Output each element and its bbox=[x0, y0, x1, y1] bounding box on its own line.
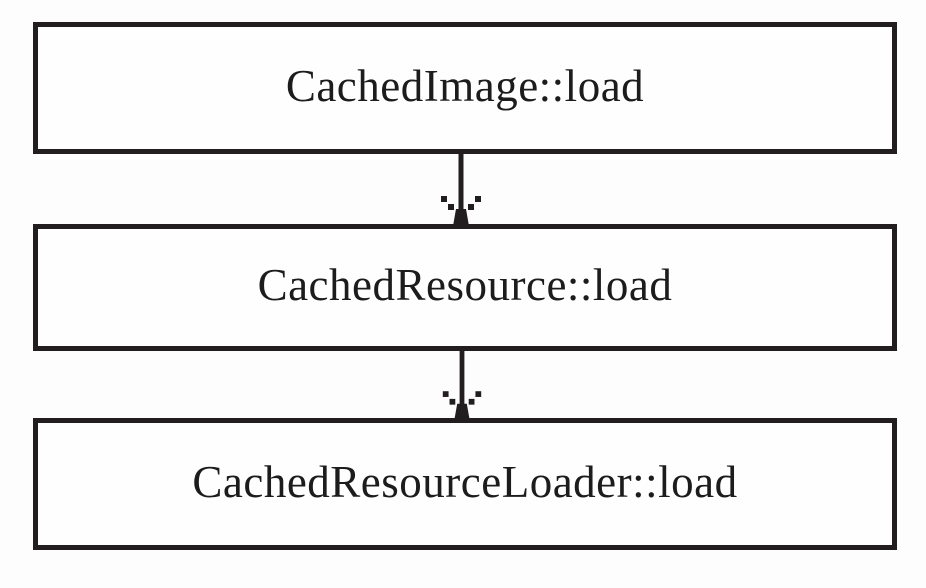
flow-node-cached-image-load: CachedImage::load bbox=[33, 22, 897, 154]
flow-node-cached-resource-load: CachedResource::load bbox=[33, 224, 897, 351]
down-arrow-icon bbox=[426, 152, 496, 226]
down-arrow-icon bbox=[427, 349, 497, 420]
node-label: CachedResource::load bbox=[257, 260, 673, 310]
flow-node-cached-resource-loader-load: CachedResourceLoader::load bbox=[33, 418, 897, 550]
node-label: CachedResourceLoader::load bbox=[192, 456, 738, 507]
node-label: CachedImage::load bbox=[285, 60, 645, 111]
